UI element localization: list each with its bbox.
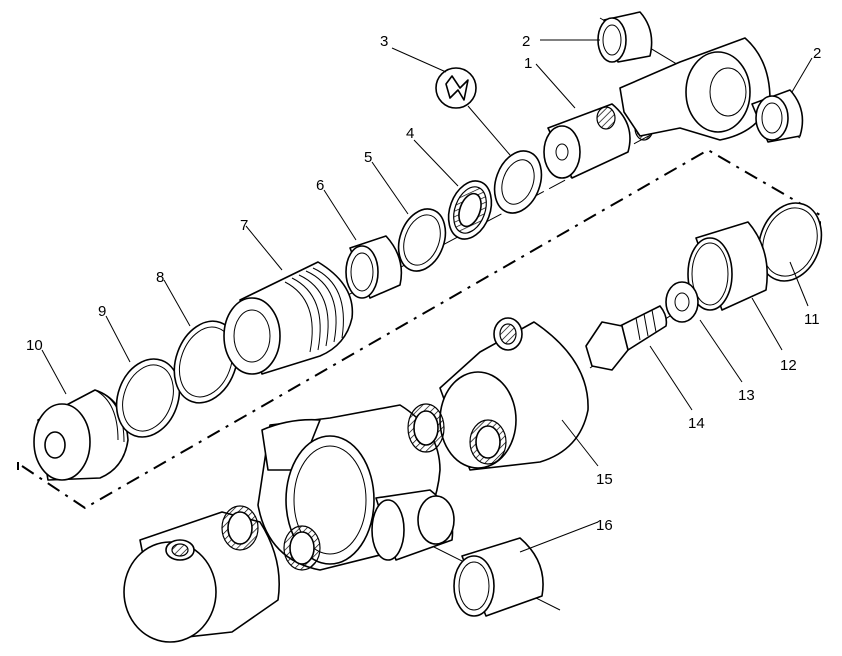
- callout-14: 14: [688, 415, 705, 432]
- callout-9: 9: [98, 303, 106, 320]
- callout-1: 1: [524, 55, 532, 72]
- callout-7: 7: [240, 217, 248, 234]
- callout-3: 3: [380, 33, 388, 50]
- cylinder-head-lower: [123, 505, 321, 643]
- callout-2-right: 2: [813, 45, 821, 62]
- callout-11: 11: [804, 311, 820, 328]
- part-15-eye-block: [439, 317, 589, 471]
- part-5-seal-ring: [397, 208, 447, 272]
- part-3-seal-profile: [435, 67, 543, 214]
- part-8-seal-ring: [173, 320, 239, 404]
- rod-eye: [619, 37, 771, 141]
- part-4-wiper-ring: [447, 180, 493, 240]
- part-6-bushing: [345, 235, 403, 299]
- subassembly-boundary: [17, 148, 821, 510]
- part-7-threaded-nut: [223, 261, 354, 375]
- part-2-bushing-right: [751, 89, 804, 143]
- callout-10: 10: [26, 337, 43, 354]
- callout-5: 5: [364, 149, 372, 166]
- callout-labels: 1 2 2 3 4 5 6 7 8 9 10 11 12 13 14 15 16: [26, 33, 821, 534]
- callout-12: 12: [780, 357, 797, 374]
- callout-16: 16: [596, 517, 613, 534]
- part-12-bushing: [687, 221, 768, 311]
- part-11-ring: [757, 202, 823, 282]
- callout-13: 13: [738, 387, 755, 404]
- part-14-bolt: [585, 305, 668, 371]
- part-16-sleeve: [453, 537, 544, 617]
- part-10-end-cap: [33, 389, 129, 481]
- piston-rod-stub: [371, 489, 455, 561]
- callout-8: 8: [156, 269, 164, 286]
- part-9-seal-ring: [115, 358, 181, 438]
- part-2-bushing-top: [597, 11, 653, 63]
- callout-2-top: 2: [522, 33, 530, 50]
- leader-lines: [41, 39, 813, 553]
- callout-15: 15: [596, 471, 613, 488]
- callout-6: 6: [316, 177, 324, 194]
- part-13-washer: [665, 281, 699, 323]
- callout-4: 4: [406, 125, 414, 142]
